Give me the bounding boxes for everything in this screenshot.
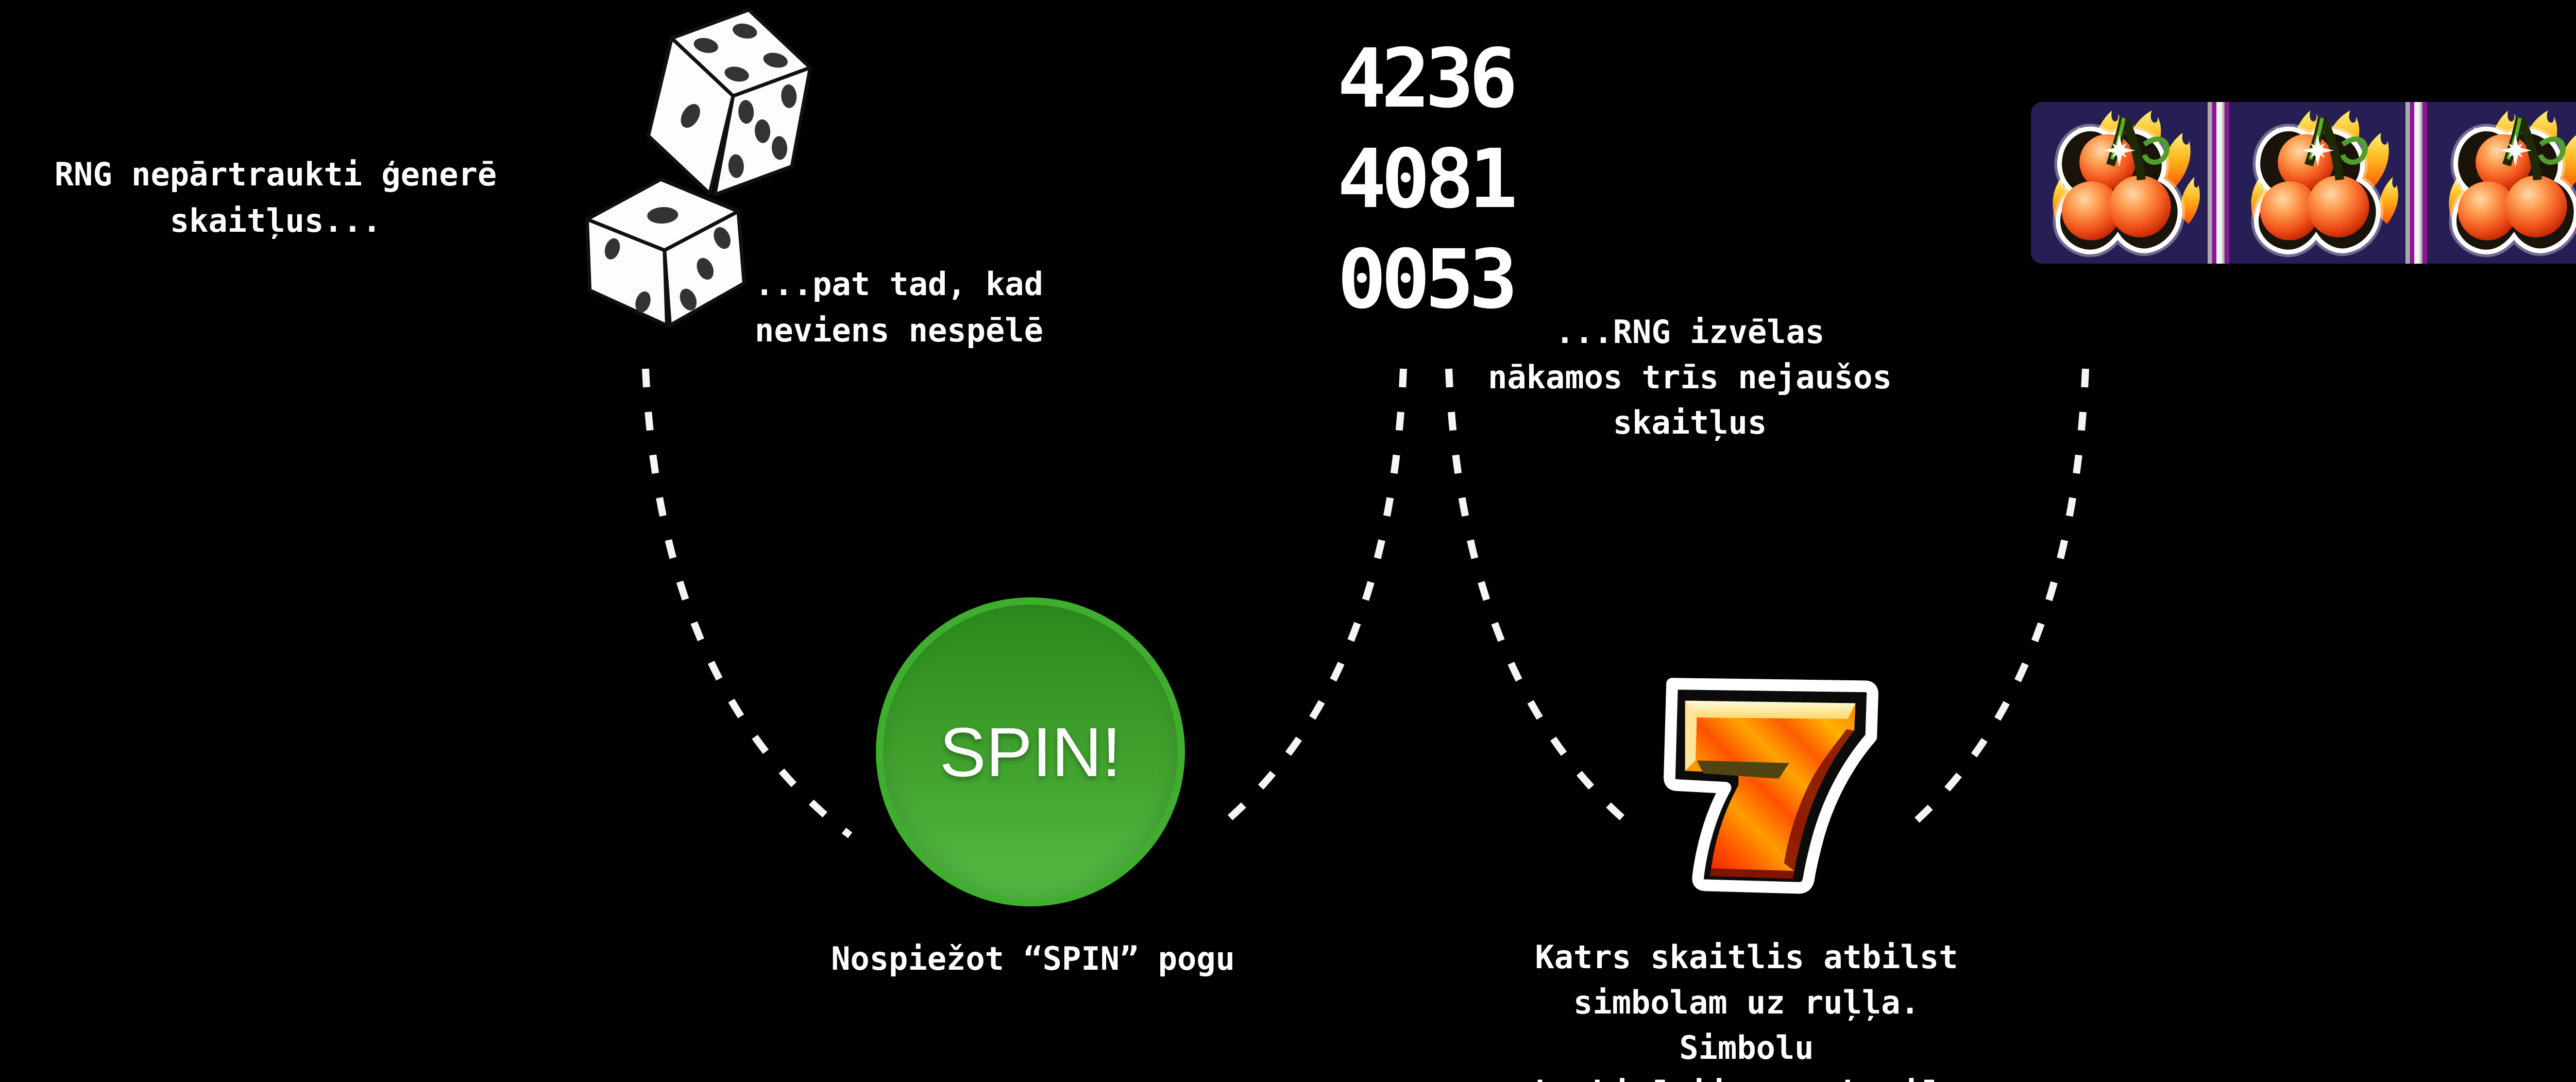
reel-cell <box>2031 102 2208 264</box>
spin-button[interactable]: SPIN! <box>876 597 1185 906</box>
reel-cell <box>2229 102 2406 264</box>
rng-generates-label: RNG nepārtraukti ģenerē skaitļus... <box>54 156 497 239</box>
rng-number: 4236 <box>1337 31 1518 126</box>
flaming-cherries-icon <box>2038 106 2200 260</box>
lucky-seven-icon <box>1664 678 1879 894</box>
two-dice-icon <box>585 8 812 328</box>
flaming-cherries-icon <box>2434 106 2576 260</box>
rng-number: 0053 <box>1337 232 1518 327</box>
dashed-curve-spin-to-numbers <box>1209 368 1407 836</box>
even-when-idle-label: ...pat tad, kad neviens nespēlē <box>755 265 1043 349</box>
dashed-curve-dice-to-spin <box>642 368 853 838</box>
dashed-curve-numbers-to-seven <box>1445 368 1643 836</box>
dashed-curve-seven-to-reels <box>1900 368 2089 836</box>
rng-numbers-list: 4236 4081 0053 <box>1322 29 1528 330</box>
spin-caption: Nospiežot “SPIN” pogu <box>831 940 1235 977</box>
rng-number: 4081 <box>1337 132 1518 227</box>
flaming-cherries-icon <box>2236 106 2399 260</box>
symbol-mapping-caption: Katrs skaitlis atbilst simbolam uz ruļļa… <box>1535 938 1958 1082</box>
rng-selects-label: ...RNG izvēlas nākamos trīs nejaušos ska… <box>1488 313 1892 441</box>
reel-divider <box>2405 102 2428 264</box>
reel-divider <box>2207 102 2229 264</box>
reel-cell <box>2427 102 2576 264</box>
reel-strip <box>2031 102 2576 264</box>
